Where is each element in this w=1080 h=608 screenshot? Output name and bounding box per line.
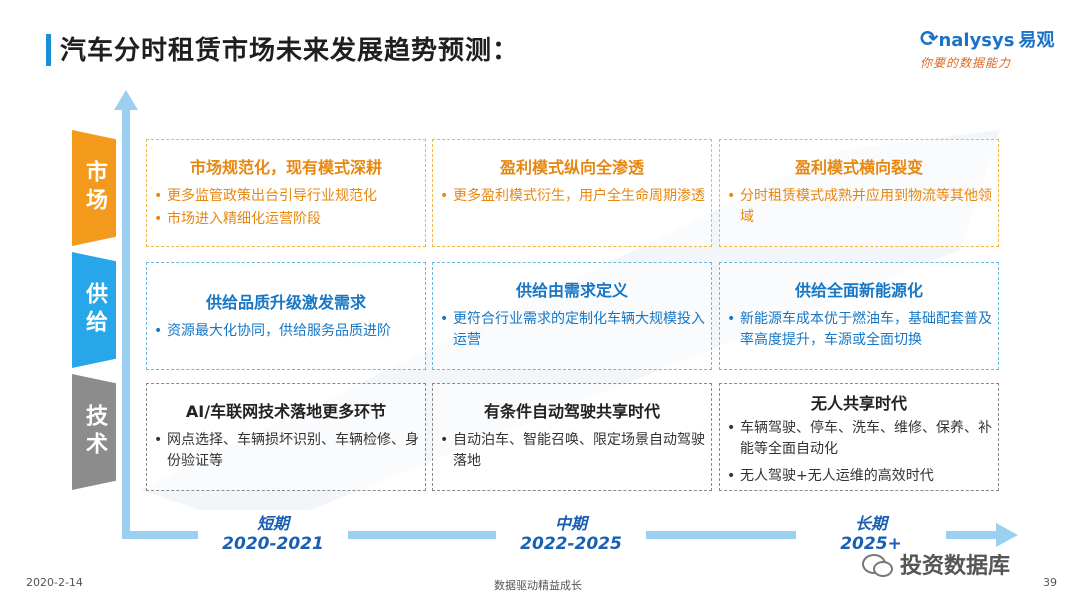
wechat-account-name: 投资数据库: [900, 554, 1011, 579]
period-mid: 中期 2022-2025: [496, 510, 646, 554]
logo-brand-text: nalysys: [938, 30, 1015, 51]
wechat-icon: [862, 552, 893, 577]
cell-heading: 无人共享时代: [810, 394, 907, 413]
cell-bullet: 更多盈利模式衍生，用户全生命周期渗透: [440, 186, 705, 207]
logo-slogan: 你要的数据能力: [920, 56, 1012, 70]
wechat-watermark: 投资数据库: [862, 548, 1010, 580]
cell-bullet: 更符合行业需求的定制化车辆大规模投入运营: [440, 309, 705, 351]
row-label-tech: 技术: [72, 374, 116, 490]
cell-market-short: 市场规范化，现有模式深耕 更多监管政策出台引导行业规范化 市场进入精细化运营阶段: [146, 139, 426, 247]
cell-heading: 盈利模式纵向全渗透: [499, 158, 644, 177]
page-number: 39: [1043, 576, 1057, 589]
cell-heading: 供给全面新能源化: [794, 281, 923, 300]
cell-heading: 供给由需求定义: [515, 281, 628, 300]
cell-bullet: 新能源车成本优于燃油车，基础配套普及率高度提升，车源或全面切换: [727, 309, 992, 351]
cell-bullet: 自动泊车、智能召唤、限定场景自动驾驶落地: [440, 430, 705, 472]
period-years: 2025+: [840, 534, 902, 554]
row-label-supply: 供给: [72, 252, 116, 368]
horizontal-axis-arrow-icon: [996, 523, 1018, 547]
footer-date: 2020-2-14: [26, 576, 83, 589]
cell-heading: 市场规范化，现有模式深耕: [189, 158, 382, 177]
vertical-axis-arrow-icon: [114, 90, 138, 110]
vertical-axis: [122, 108, 130, 538]
cell-supply-short: 供给品质升级激发需求 资源最大化协同，供给服务品质进阶: [146, 262, 426, 370]
row-label-market: 市场: [72, 130, 116, 246]
cell-heading: AI/车联网技术落地更多环节: [185, 402, 387, 421]
cell-bullet: 车辆驾驶、停车、洗车、维修、保养、补能等全面自动化: [727, 418, 992, 460]
period-long: 长期 2025+: [796, 510, 946, 554]
logo-brand-cn: 易观: [1018, 30, 1055, 51]
cell-market-mid: 盈利模式纵向全渗透 更多盈利模式衍生，用户全生命周期渗透: [432, 139, 712, 247]
period-short: 短期 2020-2021: [198, 510, 348, 554]
cell-heading: 盈利模式横向裂变: [794, 158, 923, 177]
cell-bullet: 资源最大化协同，供给服务品质进阶: [154, 321, 419, 342]
cell-bullet: 分时租赁模式成熟并应用到物流等其他领域: [727, 186, 992, 228]
cell-bullet: 无人驾驶+无人运维的高效时代: [727, 466, 992, 487]
period-name: 短期: [256, 514, 289, 533]
title-accent-bar: [46, 34, 51, 66]
cell-bullet: 网点选择、车辆损坏识别、车辆检修、身份验证等: [154, 430, 419, 472]
period-years: 2020-2021: [222, 534, 324, 554]
cell-tech-long: 无人共享时代 车辆驾驶、停车、洗车、维修、保养、补能等全面自动化 无人驾驶+无人…: [719, 383, 999, 491]
period-years: 2022-2025: [520, 534, 622, 554]
cell-supply-mid: 供给由需求定义 更符合行业需求的定制化车辆大规模投入运营: [432, 262, 712, 370]
cell-supply-long: 供给全面新能源化 新能源车成本优于燃油车，基础配套普及率高度提升，车源或全面切换: [719, 262, 999, 370]
cell-bullet: 市场进入精细化运营阶段: [154, 209, 419, 230]
period-name: 中期: [554, 514, 587, 533]
cell-heading: 供给品质升级激发需求: [205, 293, 366, 312]
cell-tech-short: AI/车联网技术落地更多环节 网点选择、车辆损坏识别、车辆检修、身份验证等: [146, 383, 426, 491]
cell-market-long: 盈利模式横向裂变 分时租赁模式成熟并应用到物流等其他领域: [719, 139, 999, 247]
period-name: 长期: [854, 514, 887, 533]
cell-bullet: 更多监管政策出台引导行业规范化: [154, 186, 419, 207]
page-title: 汽车分时租赁市场未来发展趋势预测：: [60, 36, 520, 66]
footer-tagline: 数据驱动精益成长: [494, 579, 582, 592]
cell-tech-mid: 有条件自动驾驶共享时代 自动泊车、智能召唤、限定场景自动驾驶落地: [432, 383, 712, 491]
cell-heading: 有条件自动驾驶共享时代: [483, 402, 660, 421]
